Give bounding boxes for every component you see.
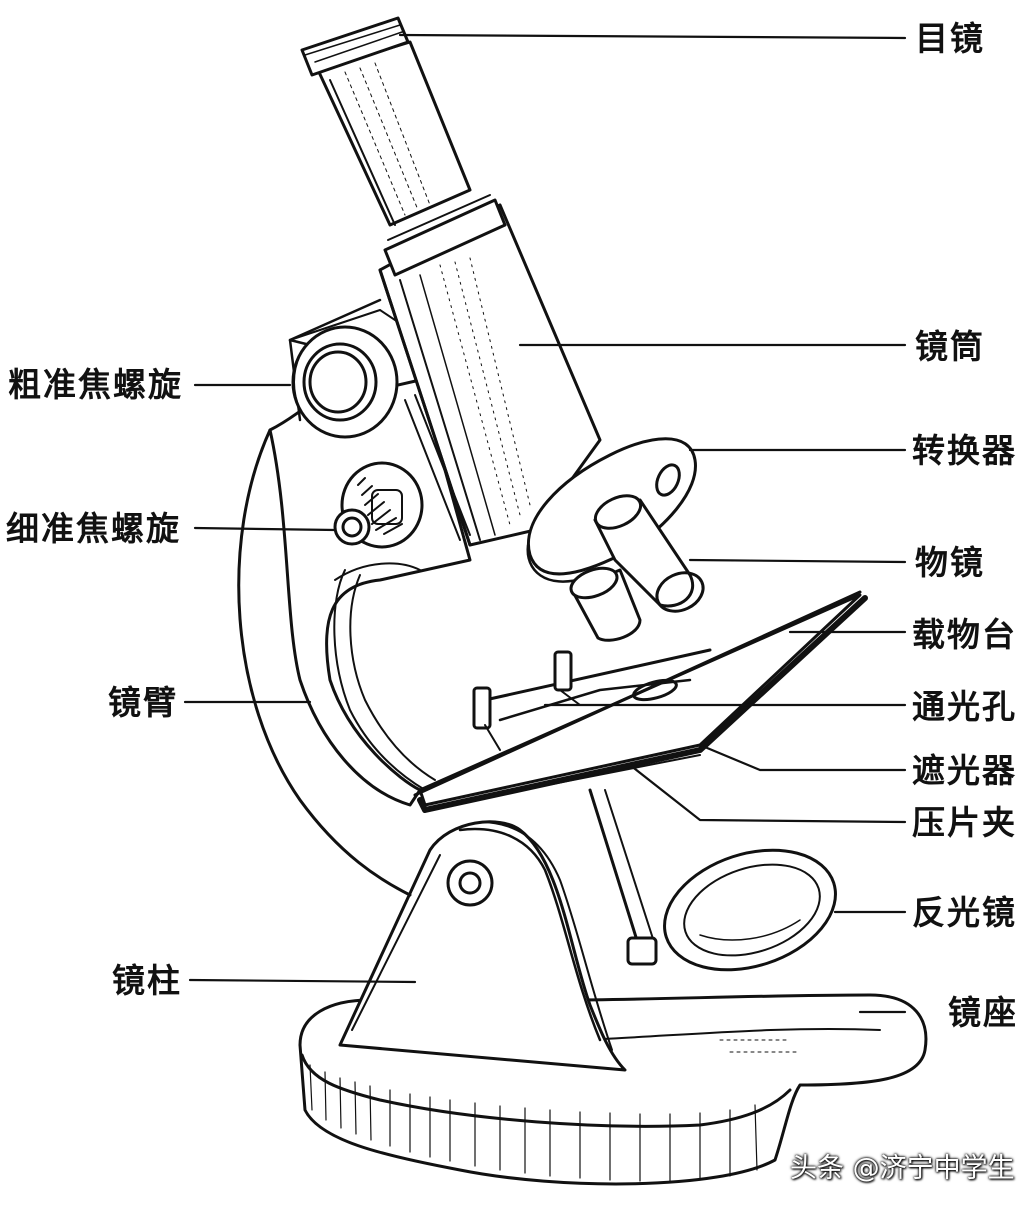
label-base: 镜座 bbox=[948, 993, 1018, 1032]
leader-clip bbox=[628, 763, 907, 824]
label-aperture: 通光孔 bbox=[912, 687, 1017, 726]
label-objective: 物镜 bbox=[915, 543, 985, 582]
label-pillar: 镜柱 bbox=[112, 961, 182, 1000]
label-nosepiece: 转换器 bbox=[912, 431, 1017, 470]
label-tube: 镜筒 bbox=[915, 327, 985, 366]
label-fine-focus: 细准焦螺旋 bbox=[6, 509, 181, 548]
label-stage: 载物台 bbox=[912, 615, 1017, 654]
label-mirror: 反光镜 bbox=[912, 893, 1017, 932]
watermark: 头条 @济宁中学生 bbox=[790, 1153, 1015, 1184]
mirror-shape bbox=[588, 788, 837, 972]
stage-clips bbox=[472, 648, 712, 751]
eyepiece-shape bbox=[300, 16, 472, 227]
coarse-focus-knob bbox=[291, 325, 399, 439]
leader-diaphragm bbox=[698, 743, 907, 772]
fine-focus-knob bbox=[333, 461, 424, 549]
label-eyepiece: 目镜 bbox=[915, 19, 985, 58]
arm-shape bbox=[237, 298, 472, 897]
leader-eyepiece bbox=[398, 33, 907, 40]
tube-shape bbox=[378, 194, 602, 547]
leader-objective bbox=[688, 558, 907, 564]
leader-pillar bbox=[188, 978, 417, 984]
label-coarse-focus: 粗准焦螺旋 bbox=[8, 365, 183, 404]
leader-lines bbox=[183, 33, 907, 1014]
label-diaphragm: 遮光器 bbox=[912, 751, 1017, 790]
leader-fine-focus bbox=[193, 526, 337, 532]
objective-lens-shape bbox=[569, 494, 705, 642]
label-clip: 压片夹 bbox=[912, 803, 1017, 842]
label-arm: 镜臂 bbox=[108, 683, 178, 722]
pillar-shape bbox=[338, 820, 627, 1072]
